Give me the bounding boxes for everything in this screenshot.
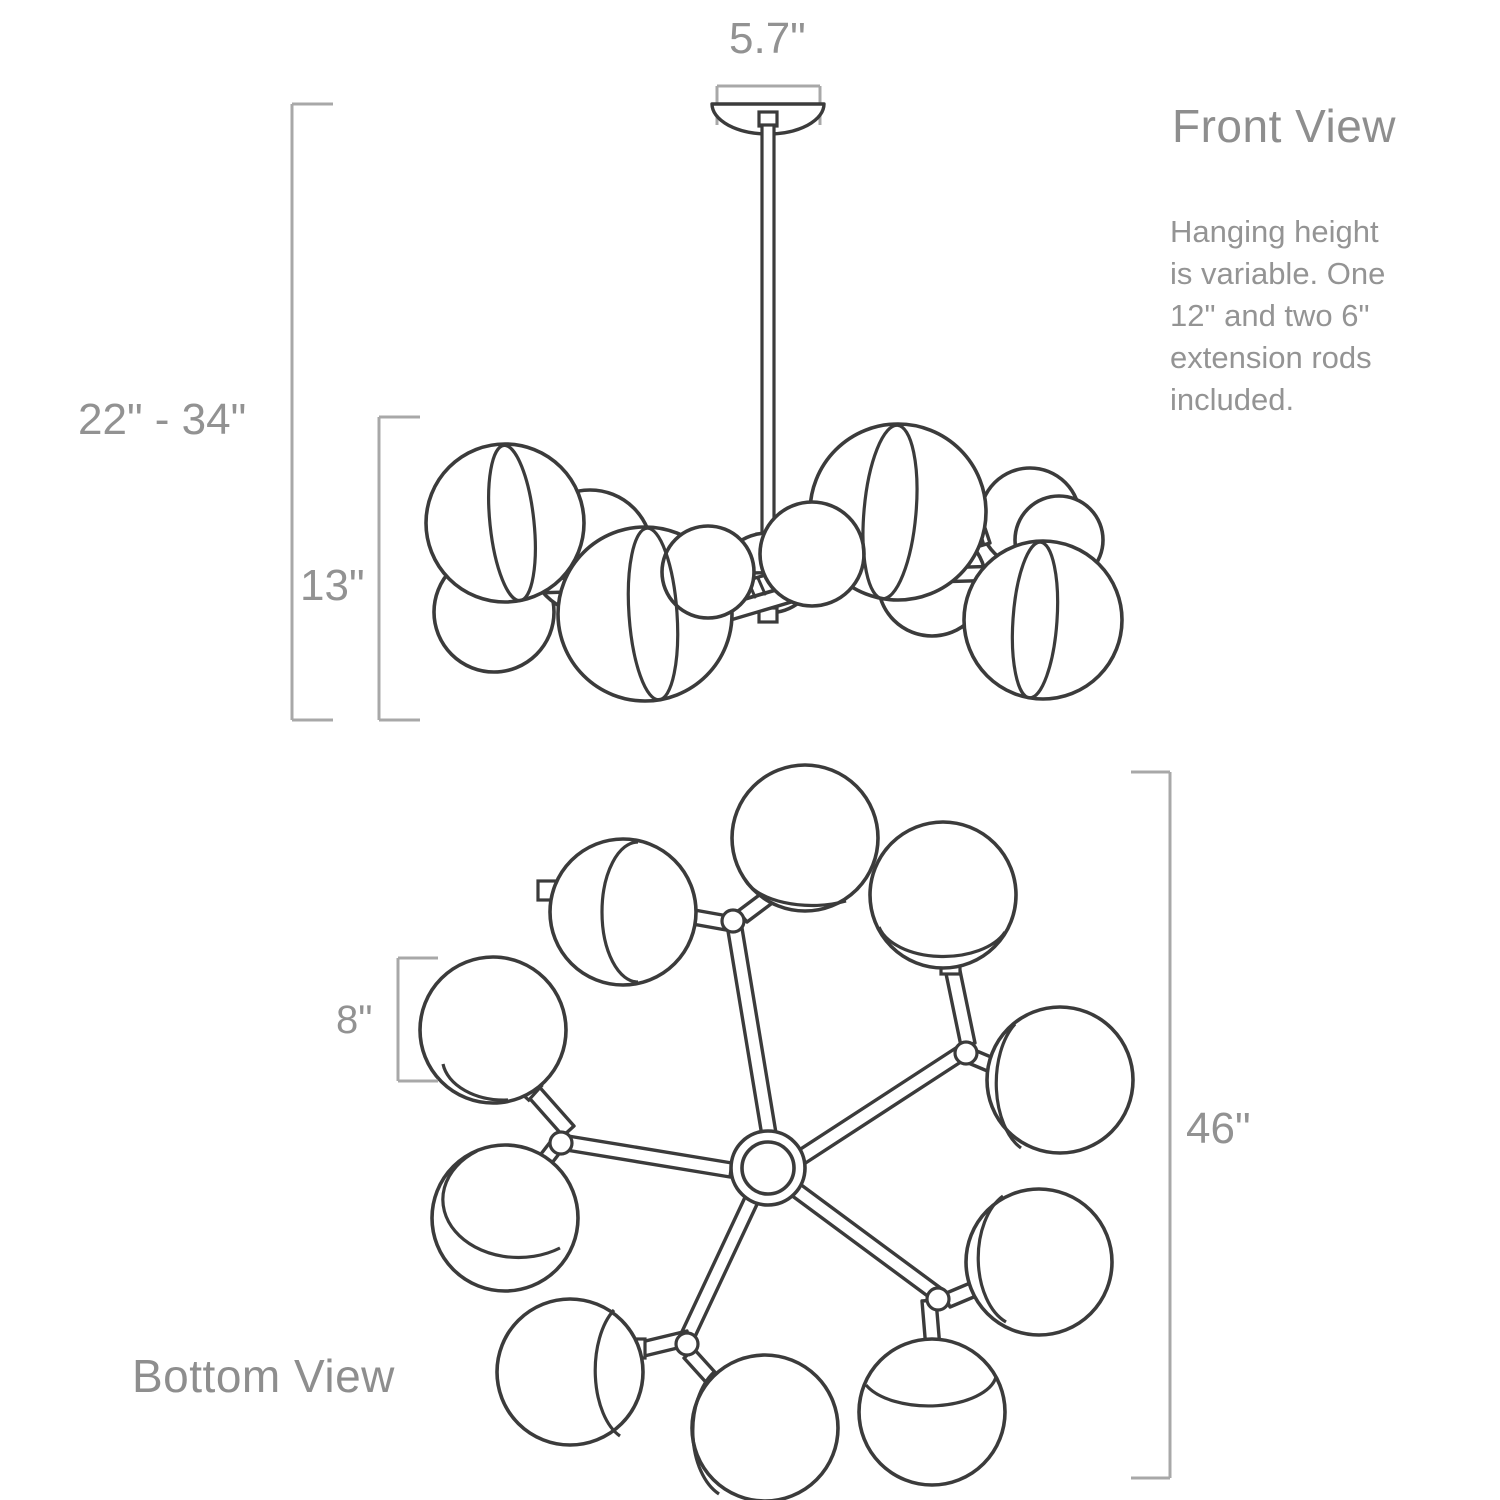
globe-b8 <box>495 1297 645 1447</box>
arm-a-joint <box>720 908 746 934</box>
arm-e-joint <box>548 1130 574 1156</box>
arm-b-joint <box>953 1040 979 1066</box>
globe-diameter-label: 8" <box>336 998 372 1042</box>
globe-b2 <box>730 763 880 913</box>
downrod <box>755 110 781 552</box>
front-view-note: Hanging height is variable. One 12" and … <box>1170 214 1385 417</box>
globe-b2-rim <box>742 877 847 908</box>
overall-height-dimension: 22" - 34" <box>78 102 333 722</box>
overall-diameter-label: 46" <box>1186 1104 1251 1153</box>
arm-c-joint <box>925 1286 951 1312</box>
globe-b6 <box>857 1337 1007 1487</box>
arm-e-rod <box>558 1133 734 1179</box>
globe-b8-rim <box>593 1308 621 1438</box>
bottom-center-hub <box>729 1129 807 1207</box>
globe-rim-far-left <box>487 443 537 603</box>
arm-d-joint <box>674 1331 700 1357</box>
globe-b3-rim <box>877 926 1007 959</box>
overall-height-label: 22" - 34" <box>78 395 246 444</box>
arm-a-rod <box>724 914 778 1138</box>
globe-b5-rim <box>976 1194 1007 1324</box>
overall-diameter-dimension: 46" <box>1131 770 1251 1480</box>
note-line-5: included. <box>1170 382 1294 417</box>
front-view-title: Front View <box>1172 100 1396 152</box>
arm-c-rod <box>789 1182 948 1305</box>
note-line-2: is variable. One <box>1170 256 1385 291</box>
hub-inner-ring <box>740 1140 796 1196</box>
note-line-4: extension rods <box>1170 340 1372 375</box>
globe-b10-rim <box>441 1063 509 1102</box>
globe-front-lower-right <box>962 539 1124 701</box>
globe-diameter-bracket <box>396 956 438 1083</box>
globe-b9-rim <box>441 1149 561 1260</box>
front-globes-front-layer <box>424 422 1124 703</box>
body-height-dimension: 13" <box>300 415 420 722</box>
note-line-1: Hanging height <box>1170 214 1379 249</box>
arm-d-rod <box>677 1191 762 1345</box>
globe-b1-rim <box>600 840 639 984</box>
arm-b-rod <box>794 1042 972 1166</box>
canopy-width-label: 5.7" <box>729 14 806 63</box>
globe-b4-rim <box>994 1022 1022 1150</box>
globe-b6-rim <box>864 1376 998 1408</box>
globe-b1 <box>548 837 698 987</box>
note-line-3: 12" and two 6" <box>1170 298 1370 333</box>
globe-b4 <box>985 1005 1135 1155</box>
overall-diameter-bracket <box>1131 770 1172 1480</box>
globe-b3 <box>868 820 1018 970</box>
bottom-globes <box>418 763 1135 1500</box>
bottom-view-group: 8" 46" Bottom View <box>132 763 1251 1500</box>
globe-b7 <box>690 1353 840 1500</box>
globe-front-center-right <box>758 500 866 608</box>
globe-b5 <box>964 1187 1114 1337</box>
globe-rim-lower-right <box>1010 540 1060 700</box>
front-view-group: 22" - 34" 13" 5.7" Front View Hanging he… <box>78 14 1396 722</box>
body-height-label: 13" <box>300 561 365 610</box>
bottom-view-title: Bottom View <box>132 1350 395 1402</box>
globe-b7-rim <box>691 1370 720 1496</box>
globe-front-far-left <box>424 442 586 604</box>
globe-b10 <box>418 955 568 1105</box>
globe-rim-lower-left <box>626 526 680 702</box>
downrod-tube <box>760 123 776 552</box>
globe-rim-upper-right <box>861 423 919 601</box>
overall-height-bracket <box>290 102 333 722</box>
body-height-bracket <box>377 415 420 722</box>
globe-front-center-left <box>660 524 756 620</box>
globe-diameter-dimension: 8" <box>336 956 438 1083</box>
